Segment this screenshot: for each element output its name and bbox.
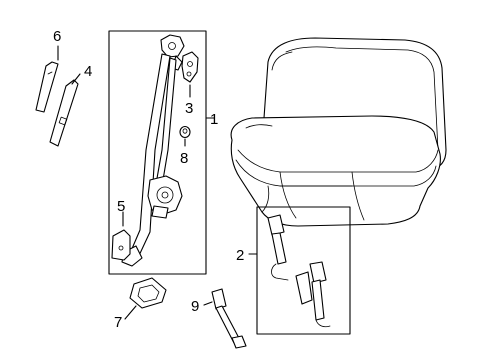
part-4-pillar-trim: [49, 73, 81, 147]
part-9-buckle-strap: [203, 288, 247, 349]
callout-7: 7: [114, 314, 122, 331]
part-3-bracket: [181, 51, 199, 98]
part-6-trim-clip: [35, 45, 59, 113]
callout-9: 9: [191, 298, 199, 315]
callout-3: 3: [185, 100, 193, 117]
part-7-boot: [124, 277, 167, 320]
bench-seat: [230, 37, 447, 227]
part-2-center-belts: [267, 214, 331, 328]
callout-8: 8: [180, 150, 188, 167]
assembly-box-1: [108, 30, 207, 275]
assembly-box-2: [256, 206, 351, 335]
retractor: [147, 175, 183, 219]
callout-1: 1: [210, 111, 218, 128]
part-5-anchor-cover: [111, 211, 131, 261]
callout-5: 5: [117, 198, 125, 215]
callout-6: 6: [53, 28, 61, 45]
callout-2: 2: [236, 247, 244, 264]
callout-4: 4: [84, 63, 92, 80]
part-8-cap: [179, 125, 191, 147]
